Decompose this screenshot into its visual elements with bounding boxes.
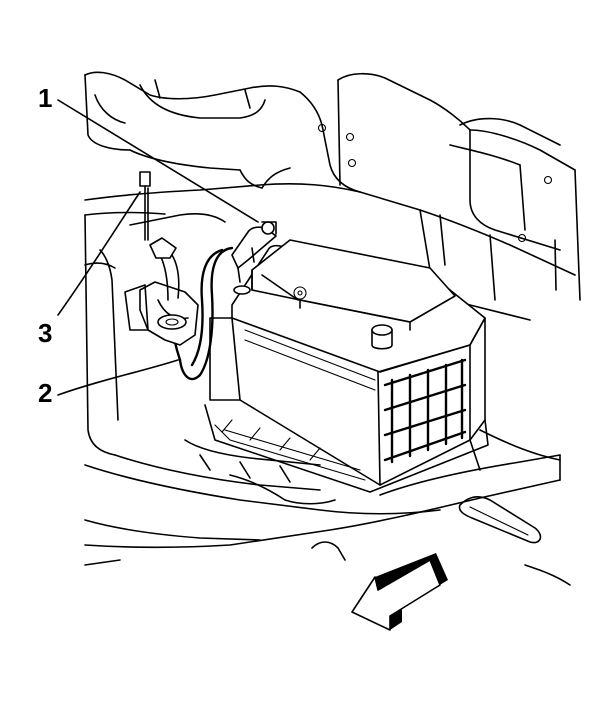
- negative-cable-assembly: [124, 171, 277, 381]
- leader-line-3: [57, 191, 141, 316]
- callout-1: 1: [38, 83, 53, 113]
- leader-line-2: [57, 359, 179, 396]
- leader-lines: [57, 99, 259, 396]
- leader-line-1: [57, 99, 259, 223]
- battery: [204, 239, 489, 493]
- battery-side-grid: [383, 358, 467, 464]
- forward-direction-arrow-icon: [351, 553, 448, 631]
- engine-compartment-body: [84, 71, 581, 586]
- callout-3: 3: [38, 318, 53, 348]
- callout-2: 2: [38, 378, 53, 408]
